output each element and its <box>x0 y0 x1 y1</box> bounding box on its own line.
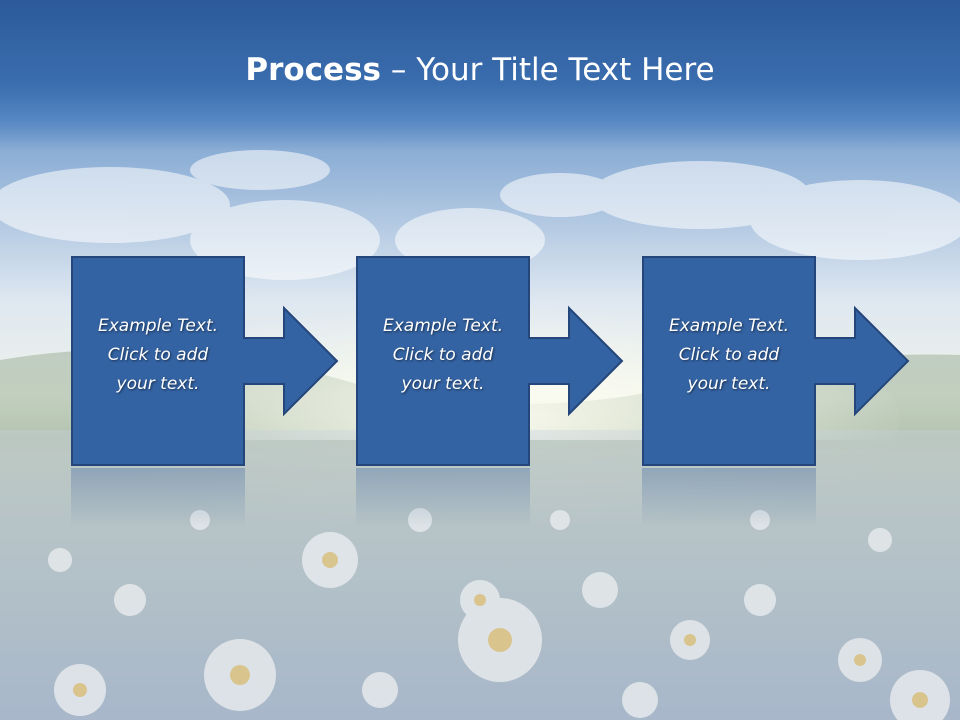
title-rest: – Your Title Text Here <box>381 52 715 88</box>
step-text-line: your text. <box>116 374 200 394</box>
step-text-line: Example Text. <box>668 316 790 336</box>
process-step-2[interactable]: Example Text. Click to add your text. <box>356 256 624 466</box>
step-text[interactable]: Example Text. Click to add your text. <box>356 312 530 399</box>
step-box <box>356 256 530 466</box>
title-bold: Process <box>245 52 381 88</box>
step-text-line: your text. <box>401 374 485 394</box>
step-shape <box>642 256 910 466</box>
step-text[interactable]: Example Text. Click to add your text. <box>71 312 245 399</box>
right-arrow-icon <box>235 305 339 417</box>
step-text-line: Click to add <box>392 345 494 365</box>
arrow-joint <box>812 339 820 383</box>
process-step-1[interactable]: Example Text. Click to add your text. <box>71 256 339 466</box>
title-bar: Process – Your Title Text Here <box>0 0 960 150</box>
step-box <box>71 256 245 466</box>
step-box <box>642 256 816 466</box>
step-text[interactable]: Example Text. Click to add your text. <box>642 312 816 399</box>
right-arrow-icon <box>520 305 624 417</box>
step-text-line: Click to add <box>678 345 780 365</box>
step-text-line: Click to add <box>107 345 209 365</box>
right-arrow-icon <box>806 305 910 417</box>
step-text-line: Example Text. <box>97 316 219 336</box>
step-shape <box>71 256 339 466</box>
step-text-line: your text. <box>687 374 771 394</box>
arrow-joint <box>526 339 534 383</box>
step-shape <box>356 256 624 466</box>
step-text-line: Example Text. <box>382 316 504 336</box>
slide-title[interactable]: Process – Your Title Text Here <box>0 52 960 88</box>
arrow-joint <box>241 339 249 383</box>
process-step-3[interactable]: Example Text. Click to add your text. <box>642 256 910 466</box>
